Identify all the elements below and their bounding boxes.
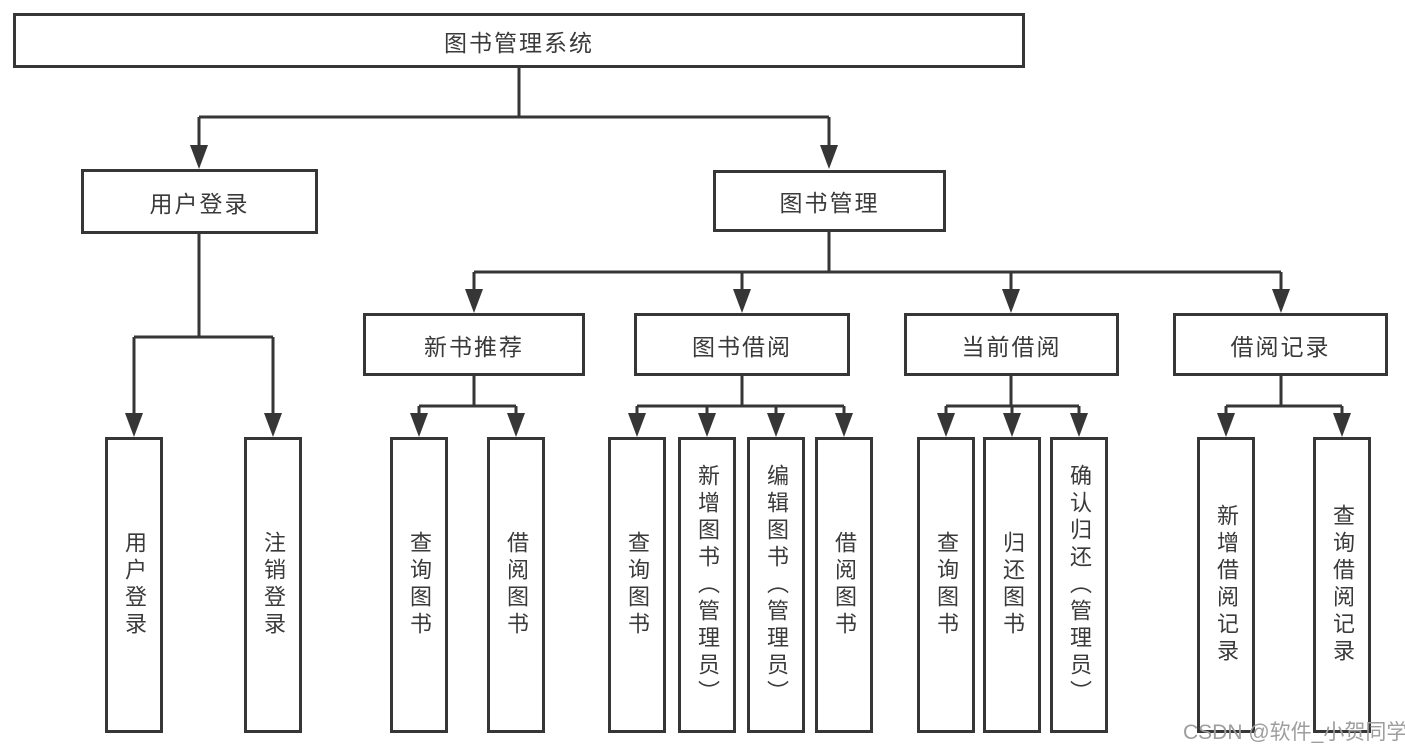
arrowhead-icon (628, 413, 646, 437)
leaf-query-books-recommend: 查询图书 (390, 437, 448, 733)
node-book-borrow: 图书借阅 (634, 313, 850, 376)
leaf-add-books-admin: 新增图书（管理员） (678, 437, 736, 733)
arrowhead-icon (835, 413, 853, 437)
arrowhead-icon (733, 289, 751, 313)
arrowhead-icon (698, 413, 716, 437)
leaf-query-books-borrow: 查询图书 (608, 437, 666, 733)
node-root-label: 图书管理系统 (444, 29, 594, 56)
leaf-label: 查询图书 (407, 531, 432, 639)
arrowhead-icon (125, 413, 143, 437)
node-label: 新书推荐 (424, 333, 524, 360)
leaf-label: 查询借阅记录 (1330, 504, 1355, 666)
connector-paths (132, 68, 1344, 415)
leaf-borrow-books: 借阅图书 (815, 437, 873, 733)
connector-newbooks-to-leaves (417, 375, 518, 415)
node-label: 图书借阅 (692, 333, 792, 360)
leaf-label: 查询图书 (934, 531, 959, 639)
arrowhead-icon (410, 413, 428, 437)
node-label: 借阅记录 (1230, 333, 1331, 360)
connector-borrow-to-leaves (635, 376, 846, 415)
node-label: 用户登录 (149, 190, 250, 217)
arrowhead-icon (465, 289, 483, 313)
arrowhead-icon (507, 413, 525, 437)
leaf-label: 新增图书（管理员） (695, 463, 720, 707)
arrowhead-icon (820, 145, 838, 169)
leaf-label: 归还图书 (1000, 531, 1025, 639)
arrowhead-icon (1002, 289, 1020, 313)
leaf-confirm-return-admin: 确认归还（管理员） (1050, 437, 1108, 733)
arrowhead-icon (1272, 289, 1290, 313)
arrowhead-icon (937, 413, 955, 437)
leaf-label: 查询图书 (625, 531, 650, 639)
connector-records-to-leaves (1224, 375, 1344, 415)
node-label: 图书管理 (779, 190, 880, 216)
leaf-borrow-books-recommend: 借阅图书 (487, 437, 545, 733)
leaf-logout: 注销登录 (244, 437, 302, 733)
arrowhead-icon (1333, 413, 1351, 437)
leaf-label: 借阅图书 (504, 531, 529, 639)
node-borrow-records: 借阅记录 (1173, 313, 1388, 376)
leaf-label: 编辑图书（管理员） (764, 463, 789, 707)
connector-userlogin-to-leaves (132, 234, 275, 415)
arrowhead-icon (190, 145, 208, 169)
leaf-add-borrow-record: 新增借阅记录 (1197, 437, 1255, 733)
leaf-return-books: 归还图书 (983, 437, 1041, 733)
node-root: 图书管理系统 (13, 13, 1025, 68)
arrowheads (125, 145, 1351, 437)
leaf-label: 用户登录 (122, 531, 147, 639)
csdn-watermark: CSDN @软件_小贺同学 (1183, 721, 1405, 744)
arrowhead-icon (767, 413, 785, 437)
connector-bookmgmt-to-level3 (472, 232, 1283, 291)
node-current-borrow: 当前借阅 (904, 313, 1119, 376)
arrowhead-icon (1217, 413, 1235, 437)
leaf-query-books-current: 查询图书 (917, 437, 975, 733)
node-label: 当前借阅 (961, 333, 1062, 360)
node-user-login-branch: 用户登录 (81, 169, 318, 234)
leaf-label: 借阅图书 (832, 531, 857, 639)
arrowhead-icon (264, 413, 282, 437)
leaf-edit-books-admin: 编辑图书（管理员） (747, 437, 805, 733)
leaf-label: 注销登录 (261, 531, 286, 639)
leaf-label: 确认归还（管理员） (1067, 463, 1092, 707)
leaf-user-login: 用户登录 (105, 437, 163, 733)
leaf-label: 新增借阅记录 (1214, 504, 1239, 666)
node-new-book-recommend: 新书推荐 (363, 313, 585, 376)
arrowhead-icon (1070, 413, 1088, 437)
connector-current-to-leaves (944, 376, 1081, 415)
leaf-query-borrow-record: 查询借阅记录 (1313, 437, 1371, 733)
node-book-management-branch: 图书管理 (713, 170, 946, 232)
arrowhead-icon (1003, 413, 1021, 437)
connector-root-to-level2 (197, 68, 831, 147)
